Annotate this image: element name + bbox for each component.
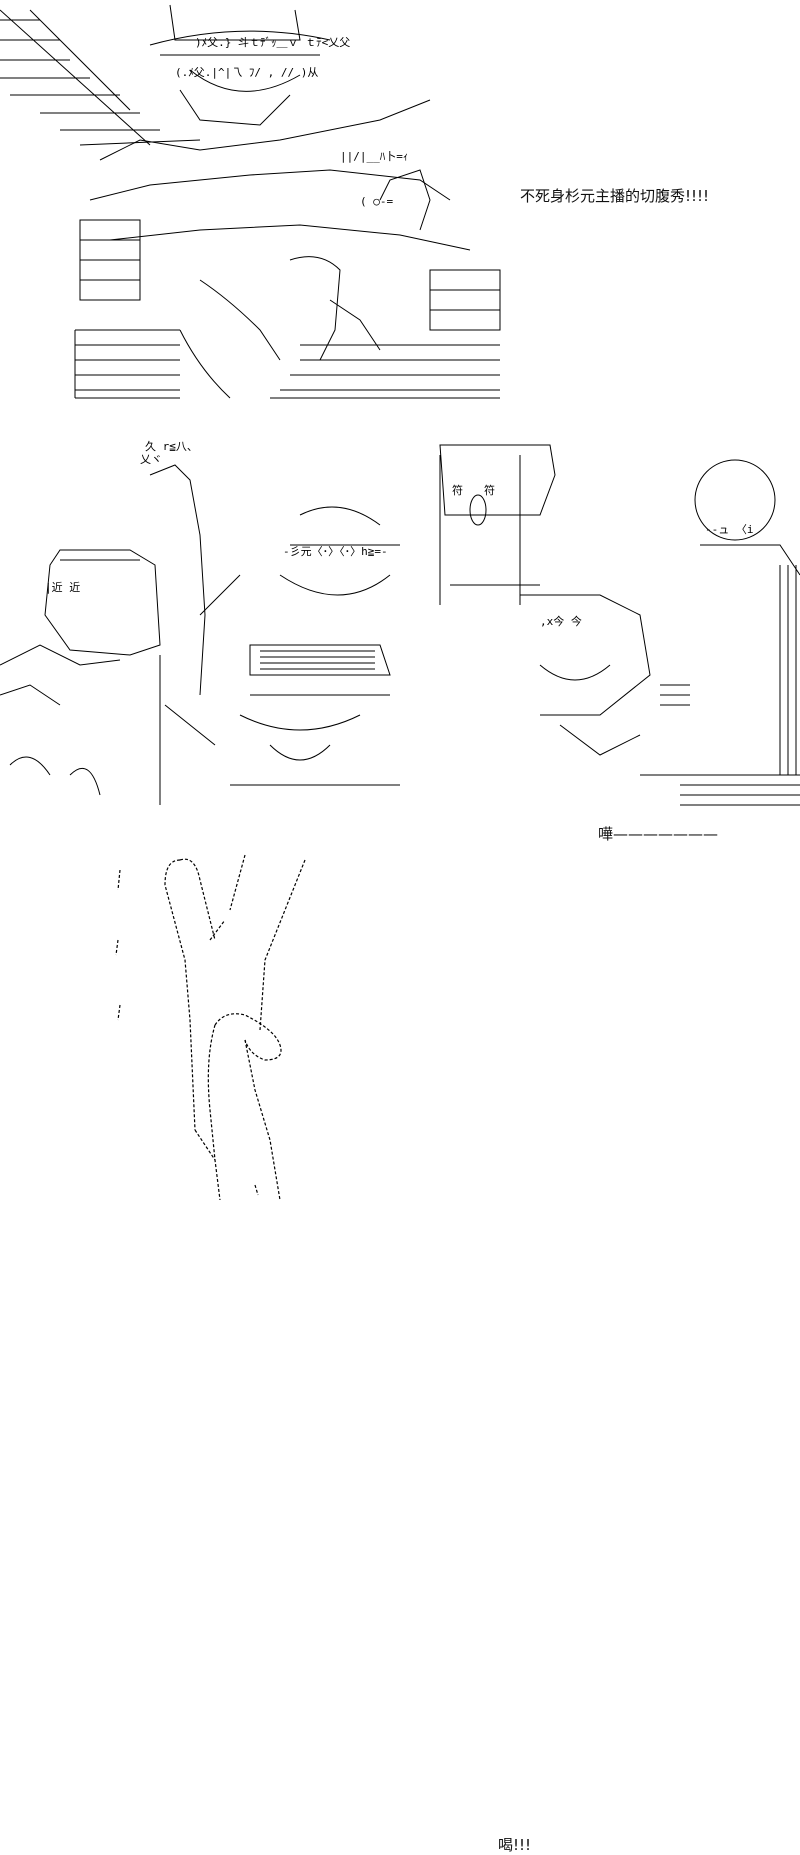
- figure-middle: [230, 506, 400, 786]
- svg-text:||/|__ﾊ卜=ｨ: ||/|__ﾊ卜=ｨ: [340, 150, 408, 163]
- crowd-art: |近 近 久 r≦八、 乂ヾ -彡元〈･〉〈･〉h≧=-: [0, 440, 800, 806]
- svg-text:( ○-=: ( ○-=: [360, 195, 393, 208]
- hand-art: [115, 854, 306, 1200]
- svg-text:)ﾒ父.} 斗ｔﾃﾞｯ＿ｖ ｔﾃ<乂父: )ﾒ父.} 斗ｔﾃﾞｯ＿ｖ ｔﾃ<乂父: [195, 36, 350, 49]
- panel-crowd: |近 近 久 r≦八、 乂ヾ -彡元〈･〉〈･〉h≧=-: [0, 415, 800, 843]
- svg-text:-彡元〈･〉〈･〉h≧=-: -彡元〈･〉〈･〉h≧=-: [283, 545, 388, 558]
- caption-wow-text: 嘩: [598, 825, 614, 843]
- raised-arm: [149, 464, 241, 805]
- hand-chop: [164, 854, 306, 1200]
- caption-wow: 嘩———————: [598, 823, 718, 844]
- talisman-left: 符: [452, 484, 463, 497]
- kondo-sign: |近 近: [45, 581, 80, 594]
- figure-kondo: [0, 549, 161, 796]
- caption-shout: 喝!!!: [498, 1836, 532, 1854]
- panel-seated-figure: )ﾒ父.} 斗ｔﾃﾞｯ＿ｖ ｔﾃ<乂父 (.ﾒ父.|^|乁 ﾌ/ , // )从…: [0, 0, 800, 410]
- svg-text:乂ヾ: 乂ヾ: [140, 453, 162, 466]
- figure-tall: [439, 444, 556, 605]
- svg-text:久 r≦八、: 久 r≦八、: [145, 440, 198, 453]
- figure-right: [640, 459, 800, 806]
- caption-seppuku-show: 不死身杉元主播的切腹秀!!!!: [520, 187, 710, 205]
- seated-figure-art: )ﾒ父.} 斗ｔﾃﾞｯ＿ｖ ｔﾃ<乂父 (.ﾒ父.|^|乁 ﾌ/ , // )从…: [0, 4, 501, 399]
- panel-hand: 喝!!!: [0, 830, 800, 1854]
- svg-text:(.ﾒ父.|^|乁 ﾌ/ , // )从: (.ﾒ父.|^|乁 ﾌ/ , // )从: [175, 66, 318, 79]
- figure-small: [520, 594, 651, 756]
- svg-text:--ュ 〈i: --ュ 〈i: [705, 523, 754, 536]
- talisman-right: 符: [484, 484, 495, 497]
- svg-text:,x今 今: ,x今 今: [540, 614, 582, 628]
- caption-wow-dash: ———————: [613, 825, 719, 843]
